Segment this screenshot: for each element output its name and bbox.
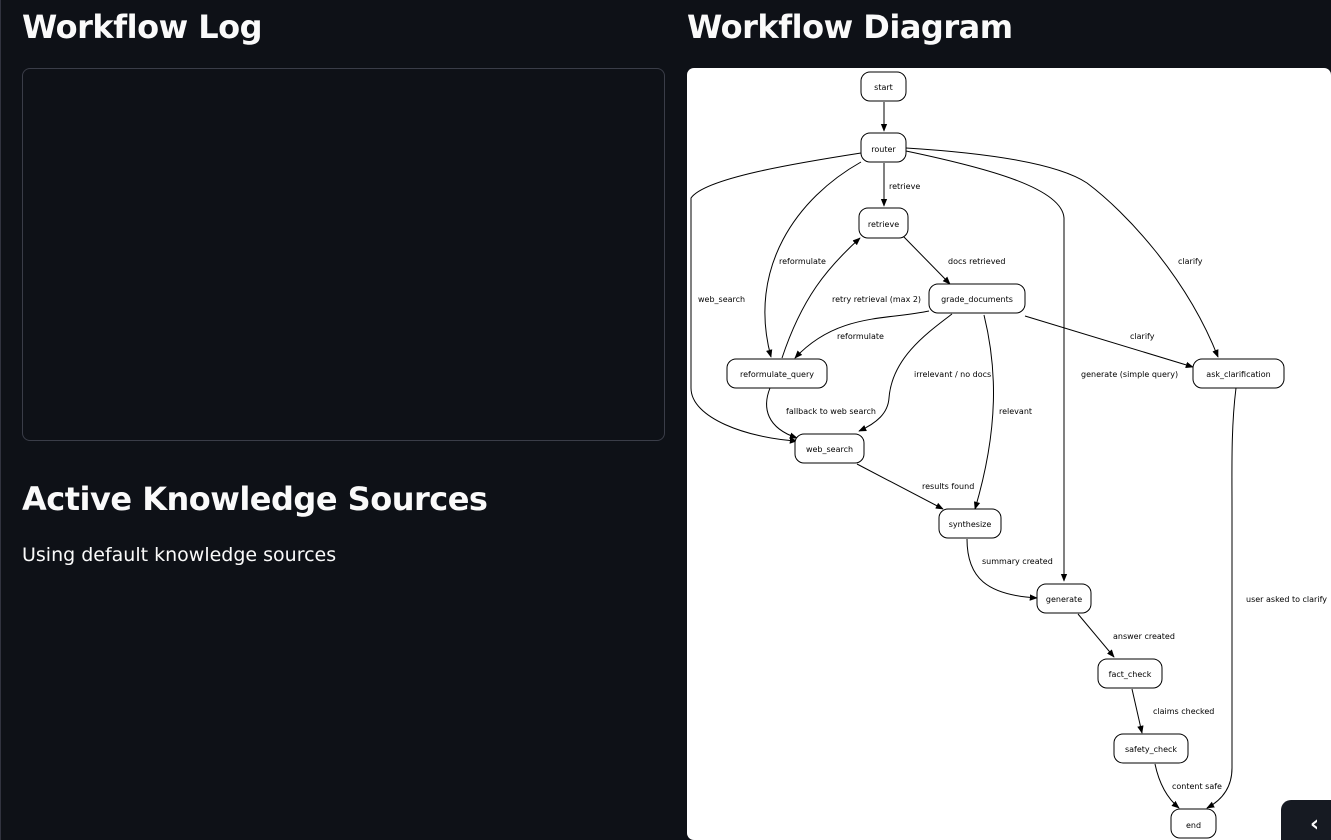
node-router: router	[860, 132, 907, 163]
sources-status-text: Using default knowledge sources	[22, 544, 337, 566]
workflow-diagram-svg: retrieve reformulate web_search clarify …	[690, 71, 1327, 839]
node-ask-clarification: ask_clarification	[1192, 358, 1285, 389]
edge-label-irrelevant: irrelevant / no docs	[914, 370, 991, 379]
node-fact-check: fact_check	[1097, 658, 1163, 689]
edge-synthesize-generate	[966, 538, 1038, 601]
edge-clarify-end	[1206, 387, 1237, 809]
node-label-start: start	[874, 83, 893, 92]
edge-label-claims-checked: claims checked	[1153, 707, 1214, 716]
edge-label-web-search: web_search	[698, 295, 745, 304]
edge-safety-end	[1154, 763, 1180, 809]
edge-label-retry-retrieval: retry retrieval (max 2)	[832, 295, 921, 304]
node-label-safety-check: safety_check	[1125, 745, 1177, 754]
node-end: end	[1170, 808, 1217, 839]
edge-router-reformulate	[764, 161, 862, 358]
edge-router-generate	[905, 150, 1068, 582]
edge-generate-factcheck	[1077, 613, 1115, 658]
edge-label-relevant: relevant	[999, 407, 1032, 416]
edge-label-content-safe: content safe	[1172, 782, 1222, 791]
edge-label-docs-retrieved: docs retrieved	[948, 257, 1005, 266]
node-label-grade-documents: grade_documents	[941, 295, 1013, 304]
edge-label-retrieve: retrieve	[889, 182, 920, 191]
node-label-fact-check: fact_check	[1109, 670, 1152, 679]
node-label-web-search: web_search	[806, 445, 853, 454]
edge-label-fallback: fallback to web search	[786, 407, 876, 416]
edge-grade-clarify	[1024, 315, 1194, 368]
edge-router-clarify	[905, 147, 1219, 358]
edge-label-results-found: results found	[922, 482, 974, 491]
node-label-end: end	[1186, 821, 1201, 830]
edge-grade-reformulate	[794, 310, 930, 359]
sidebar-divider	[0, 0, 1, 840]
edge-grade-websearch	[858, 313, 953, 432]
workflow-diagram-image: retrieve reformulate web_search clarify …	[687, 68, 1331, 840]
node-web-search: web_search	[794, 433, 865, 464]
node-synthesize: synthesize	[938, 508, 1002, 539]
edge-label-reformulate-2: reformulate	[837, 332, 884, 341]
node-retrieve: retrieve	[858, 207, 909, 239]
edge-label-reformulate: reformulate	[779, 257, 826, 266]
collapse-panel-button[interactable]: ‹	[1281, 800, 1331, 840]
edge-label-user-asked: user asked to clarify	[1246, 595, 1327, 604]
node-label-synthesize: synthesize	[949, 520, 992, 529]
edge-label-clarify-2: clarify	[1130, 332, 1155, 341]
edge-reformulate-websearch	[766, 387, 798, 439]
node-label-router: router	[871, 145, 896, 154]
edge-label-clarify: clarify	[1178, 257, 1203, 266]
edge-grade-synthesize	[973, 314, 994, 510]
active-sources-heading: Active Knowledge Sources	[22, 480, 488, 518]
node-grade-documents: grade_documents	[928, 283, 1026, 314]
edge-websearch-synthesize	[856, 463, 944, 510]
node-label-retrieve: retrieve	[868, 220, 899, 229]
edge-label-answer-created: answer created	[1113, 632, 1175, 641]
workflow-diagram-heading: Workflow Diagram	[687, 8, 1013, 46]
node-safety-check: safety_check	[1113, 733, 1189, 764]
edge-reformulate-retrieve	[781, 237, 861, 359]
chevron-left-icon: ‹	[1310, 812, 1320, 837]
node-label-ask-clarification: ask_clarification	[1206, 370, 1270, 379]
node-generate: generate	[1036, 583, 1092, 614]
edge-label-generate-simple: generate (simple query)	[1081, 370, 1178, 379]
edge-label-summary-created: summary created	[982, 557, 1053, 566]
node-start: start	[860, 71, 907, 102]
diagram-edge-labels: retrieve reformulate web_search clarify …	[698, 182, 1327, 791]
node-label-generate: generate	[1046, 595, 1082, 604]
diagram-edges	[690, 102, 1237, 809]
edge-router-websearch	[690, 152, 862, 444]
edge-retrieve-grade	[902, 235, 951, 285]
workflow-log-heading: Workflow Log	[22, 8, 263, 46]
node-reformulate-query: reformulate_query	[726, 358, 828, 389]
edge-factcheck-safety	[1131, 688, 1144, 734]
node-label-reformulate-query: reformulate_query	[740, 370, 814, 379]
workflow-log-panel[interactable]	[22, 68, 665, 441]
